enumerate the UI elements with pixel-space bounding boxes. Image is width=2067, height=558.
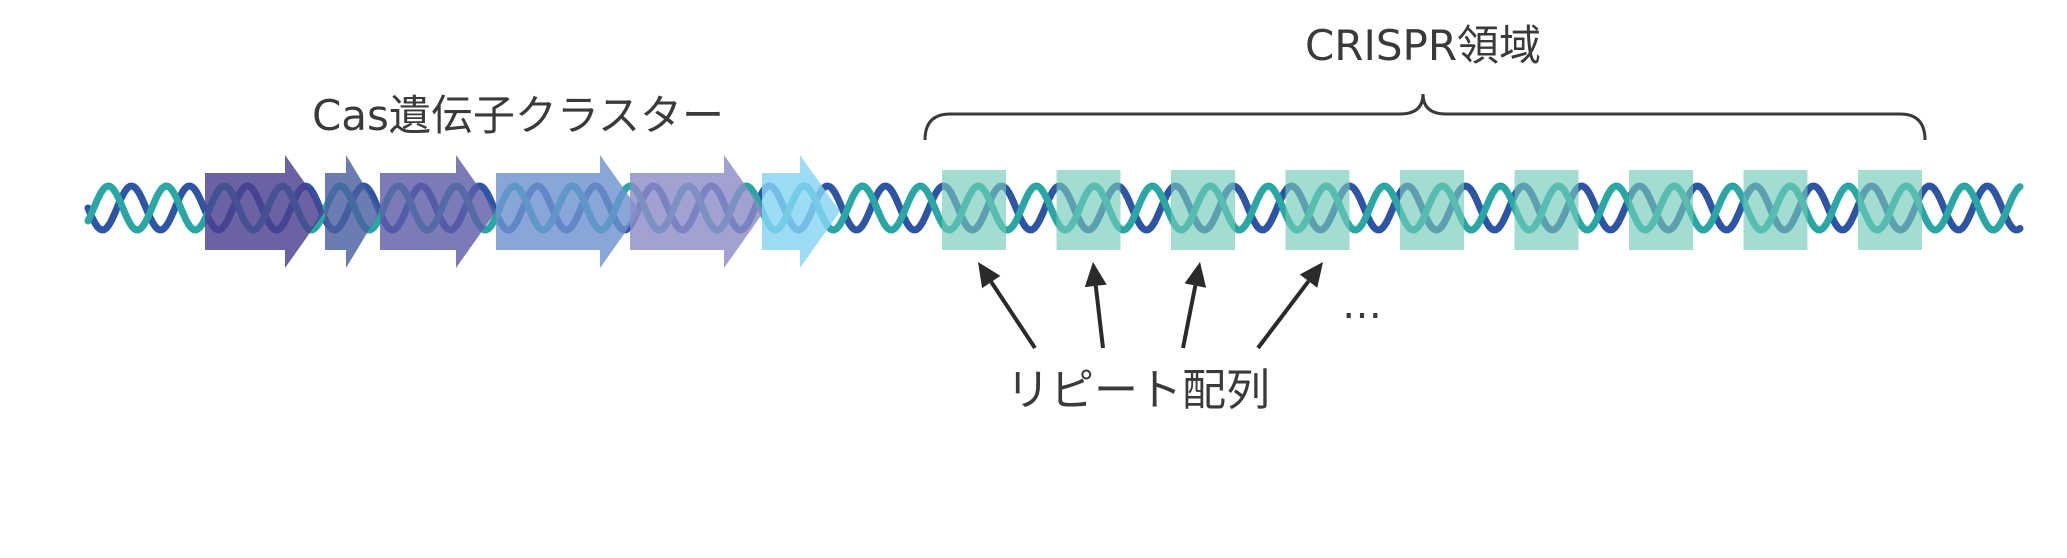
cas-cluster-label: Cas遺伝子クラスター xyxy=(312,91,724,140)
repeat-box xyxy=(1400,170,1464,250)
crispr-repeat-boxes xyxy=(942,170,1922,250)
cas-gene-arrow xyxy=(496,155,640,268)
crispr-region-brace xyxy=(923,93,1927,141)
repeat-box xyxy=(1743,170,1808,250)
ellipsis-label: … xyxy=(1342,282,1382,328)
repeat-box xyxy=(942,170,1006,250)
repeat-box xyxy=(1629,170,1693,250)
crispr-region-label: CRISPR領域 xyxy=(1305,21,1541,70)
cas-gene-arrow xyxy=(630,155,764,268)
cas-gene-arrow xyxy=(205,155,325,268)
cas-gene-arrow xyxy=(762,155,840,268)
pointer-arrow-line xyxy=(1181,285,1198,349)
repeat-pointer-arrows xyxy=(978,262,1323,350)
cas-gene-cluster xyxy=(205,155,840,268)
pointer-arrow-head xyxy=(1084,262,1107,288)
repeat-box xyxy=(1285,170,1350,250)
repeat-box xyxy=(1171,170,1235,250)
repeat-box xyxy=(1056,170,1121,250)
pointer-arrow-head xyxy=(978,262,1001,289)
repeat-box xyxy=(1858,170,1922,250)
repeat-sequence-label: リピート配列 xyxy=(1006,365,1270,416)
pointer-arrow-head xyxy=(1299,262,1323,288)
pointer-arrow-line xyxy=(989,280,1037,350)
pointer-arrow-line xyxy=(1256,279,1311,350)
cas-gene-arrow xyxy=(325,155,380,268)
pointer-arrow-line xyxy=(1093,285,1105,349)
pointer-arrow-head xyxy=(1184,262,1207,288)
repeat-box xyxy=(1514,170,1579,250)
cas-gene-arrow xyxy=(380,155,496,268)
